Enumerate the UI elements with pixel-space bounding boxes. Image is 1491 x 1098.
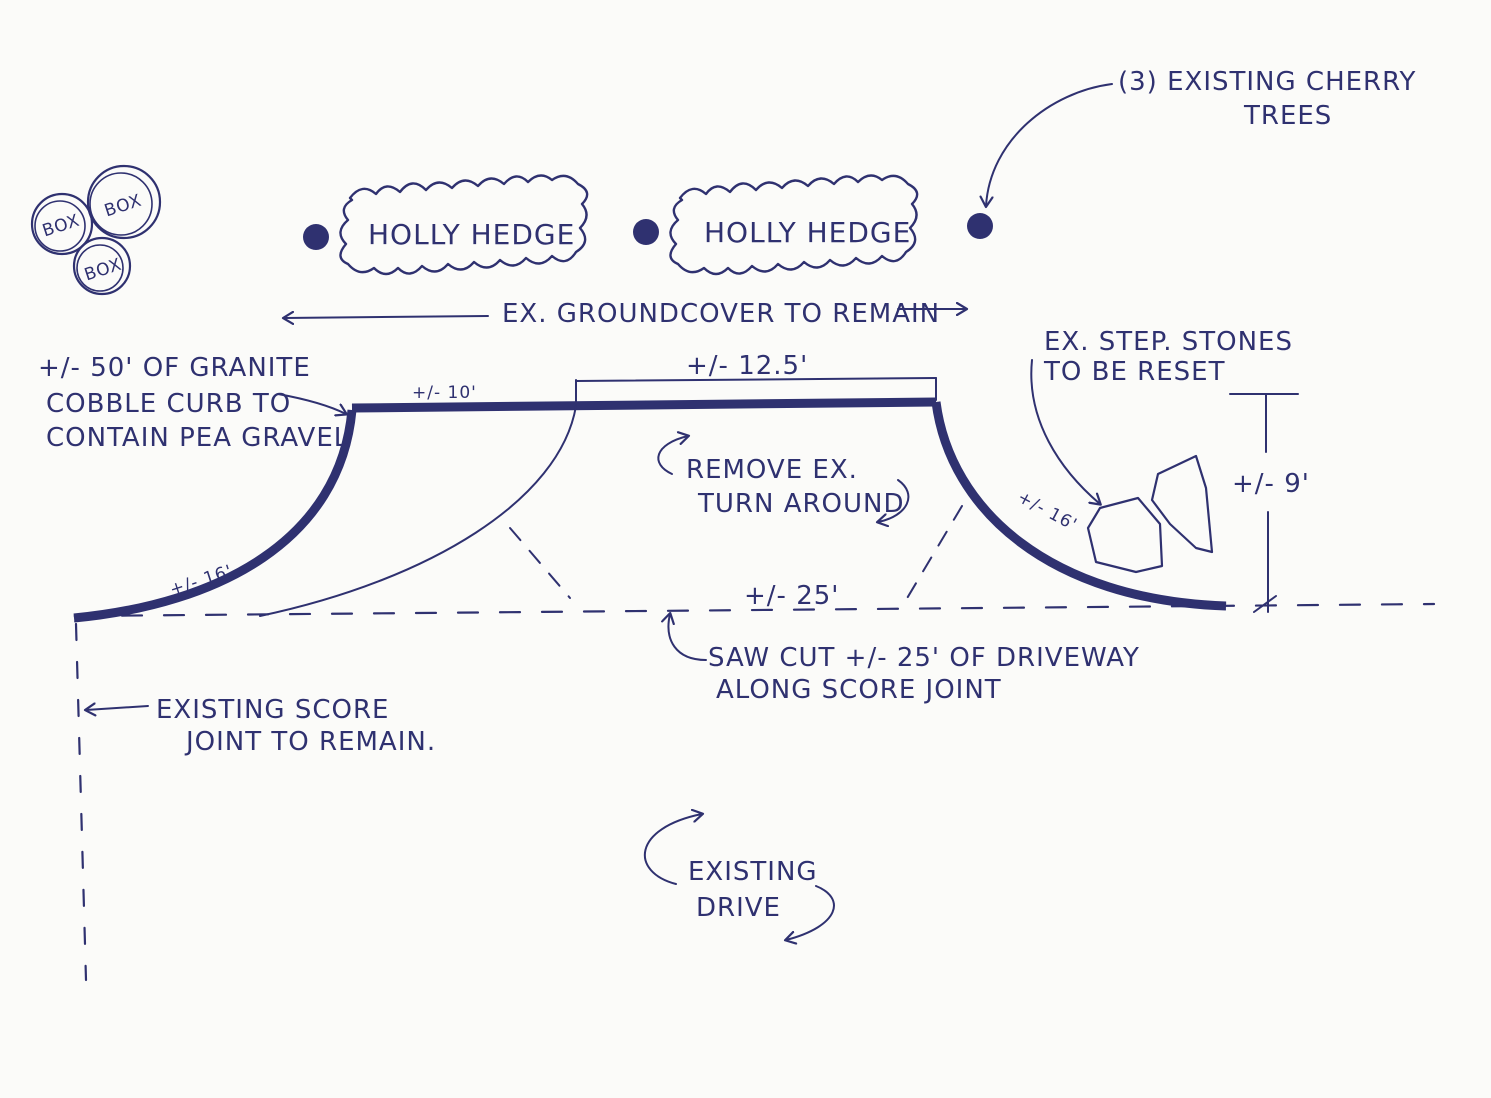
dim-line-top [575,377,937,382]
score-joint-vertical [74,622,88,982]
dim-top-center: +/- 12.5' [686,351,808,381]
saw-cut-line-1: SAW CUT +/- 25' OF DRIVEWAY [708,643,1140,673]
boxwood-label: BOX [40,211,83,242]
stones-note-line-1: EX. STEP. STONES [1044,327,1293,357]
remove-note-line-2: TURN AROUND [697,489,905,519]
boxwood-shrub-inner [76,244,124,292]
cherry-tree-symbol [967,213,993,239]
stepping-stones: EX. STEP. STONES TO BE RESET [1030,327,1293,574]
dim-right-curve: +/- 16' [1014,487,1081,535]
callout-arrow [1030,359,1100,504]
cobble-curb [73,397,1227,623]
score-joints [74,602,1436,982]
rotation-arrow [643,814,702,885]
existing-drive-callout: EXISTING DRIVE [643,814,835,940]
groundcover-label: EX. GROUNDCOVER TO REMAIN [502,299,940,329]
cherry-note-line-1: (3) EXISTING CHERRY [1118,67,1416,97]
callout-arrow [669,614,707,661]
turnaround-outline [259,377,963,617]
drive-note-line-1: EXISTING [688,857,818,887]
cherry-trees-callout: (3) EXISTING CHERRY TREES [986,67,1416,206]
cherry-tree-symbol [303,224,329,250]
score-joint-callout: EXISTING SCORE JOINT TO REMAIN. [86,695,436,757]
saw-cut-diagonal [509,527,571,599]
drive-note-line-2: DRIVE [696,893,781,923]
cherry-note-line-2: TREES [1243,101,1332,131]
cherry-tree-symbol [633,219,659,245]
callout-arrow [86,706,149,710]
boxwood-label: BOX [102,191,145,222]
stepping-stone [1086,496,1164,574]
dim-depth: +/- 9' [1232,469,1310,499]
dim-bottom: +/- 25' [744,581,839,611]
cherry-trees [303,213,993,250]
callout-arrow [277,393,346,414]
curb-note-line-3: CONTAIN PEA GRAVEL [46,423,349,453]
turnaround-edge [259,405,577,617]
boxwood-shrub-inner [34,200,86,252]
hedge-label: HOLLY HEDGE [704,216,911,249]
curb-note-line-2: COBBLE CURB TO [46,389,291,419]
hedge-outline [669,174,919,276]
stepping-stone [1150,454,1214,554]
hedge-outline [339,174,589,276]
callout-arrow [986,83,1113,206]
rotation-arrow [786,885,835,940]
boxwood-shrub [72,236,132,296]
saw-cut-line-2: ALONG SCORE JOINT [716,675,1002,705]
curb-callout: +/- 50' OF GRANITE COBBLE CURB TO CONTAI… [38,353,349,453]
hedge-label: HOLLY HEDGE [368,218,575,251]
score-joint-line-2: JOINT TO REMAIN. [184,727,436,757]
stones-note-line-2: TO BE RESET [1043,357,1225,387]
dim-top-left: +/- 10' [412,383,477,403]
score-joint-line-1: EXISTING SCORE [156,695,389,725]
boxwood-shrub [30,192,94,256]
curb-note-line-1: +/- 50' OF GRANITE [38,353,311,383]
rotation-arrow [657,436,688,475]
depth-dimension [1229,393,1299,613]
boxwood-shrub [86,164,162,240]
remove-note-line-1: REMOVE EX. [686,455,858,485]
remove-turnaround-callout: REMOVE EX. TURN AROUND [657,436,910,522]
saw-cut-callout: SAW CUT +/- 25' OF DRIVEWAY ALONG SCORE … [669,614,1140,705]
boxwood-cluster: BOX BOX BOX [30,164,162,296]
dim-tick [1253,595,1277,613]
boxwood-shrub-inner [89,172,153,236]
rotation-arrow [878,479,910,522]
score-joint-horizontal [78,602,1436,618]
groundcover-callout: EX. GROUNDCOVER TO REMAIN [284,299,966,329]
holly-hedges: HOLLY HEDGE HOLLY HEDGE [339,174,919,276]
saw-cut-diagonal [905,505,963,601]
left-arrow [284,316,489,318]
